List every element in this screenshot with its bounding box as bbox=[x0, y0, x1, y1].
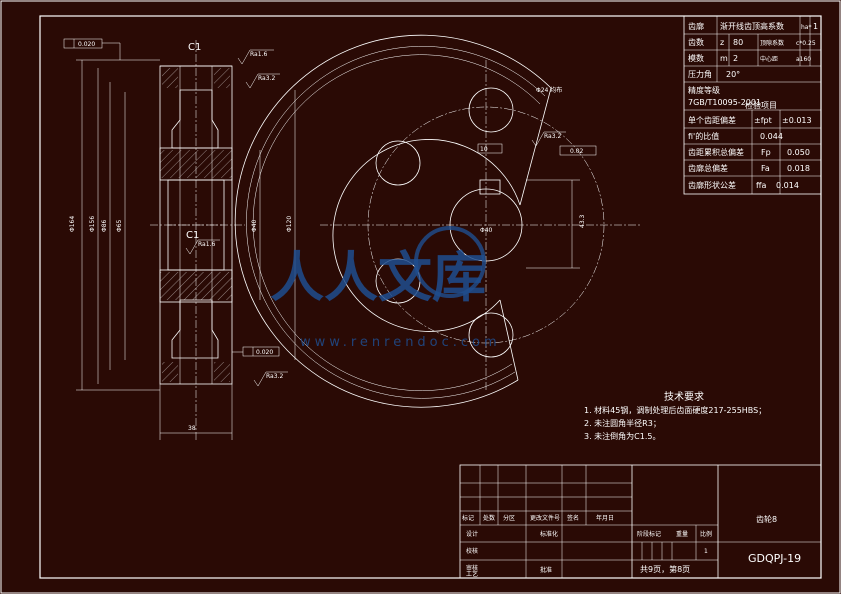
acc-label-0: 单个齿距偏差 bbox=[688, 115, 736, 125]
param-sym2-2: 中心距 bbox=[760, 55, 778, 63]
tb-scale-val: 1 bbox=[704, 548, 708, 555]
rough-2: Ra3.2 bbox=[258, 75, 275, 82]
dim-hub2: Φ65 bbox=[116, 219, 123, 232]
acc-val-3: 0.018 bbox=[787, 164, 810, 173]
runout-top: 0.020 bbox=[78, 41, 95, 48]
runout-bottom: 0.020 bbox=[256, 349, 273, 356]
front-view bbox=[234, 34, 640, 408]
bore-dia: Φ40 bbox=[480, 227, 493, 234]
chamfer-label-top: C1 bbox=[188, 42, 201, 53]
param-value-1: 80 bbox=[733, 38, 743, 47]
dim-tip: Φ164 bbox=[69, 216, 76, 232]
drawing-frame bbox=[39, 15, 822, 579]
param-value-3: 20° bbox=[726, 70, 740, 79]
acc-sym-0: ±fpt bbox=[754, 116, 772, 125]
dim-pitch: Φ120 bbox=[286, 216, 293, 232]
param-label-1: 齿数 bbox=[688, 37, 704, 47]
tech-item-1: 1. 材料45钢，调制处理后齿面硬度217-255HBS； bbox=[584, 405, 766, 415]
param-val2-1: c*0.25 bbox=[796, 40, 816, 47]
tech-item-2: 2. 未注圆角半径R3； bbox=[584, 418, 661, 428]
dim-hub1: Φ86 bbox=[101, 219, 108, 232]
tb-row-1: 校核 bbox=[466, 547, 478, 555]
tb-header-0: 标记 bbox=[462, 514, 474, 522]
param-value-2: 2 bbox=[733, 54, 738, 63]
param-label-3: 压力角 bbox=[688, 69, 712, 79]
dim-width: 38 bbox=[188, 425, 196, 432]
tb-header-1: 处数 bbox=[483, 514, 495, 522]
tb-scale: 比例 bbox=[700, 530, 712, 538]
flatness: 0.02 bbox=[570, 148, 584, 155]
tech-item-3: 3. 未注倒角为C1.5。 bbox=[584, 431, 660, 441]
param-label-2: 模数 bbox=[688, 53, 704, 63]
param-sym-1: z bbox=[720, 38, 724, 47]
param-sym2-1: 顶隙系数 bbox=[760, 39, 784, 47]
tb-part-name: 齿轮8 bbox=[756, 514, 777, 524]
tb-row-2: 审核 bbox=[466, 564, 478, 572]
tb-stage: 阶段标记 bbox=[637, 530, 661, 538]
param-val2-2: a160 bbox=[796, 56, 811, 63]
tb-approve: 批准 bbox=[540, 566, 552, 574]
roughness-symbols bbox=[185, 49, 566, 387]
holes-note: Φ24 均布 bbox=[536, 86, 562, 94]
watermark-url: www.renrendoc.com bbox=[300, 335, 501, 350]
acc-sym-3: Fa bbox=[761, 164, 770, 173]
tb-header-4: 签名 bbox=[567, 514, 579, 522]
acc-label-3: 齿廓总偏差 bbox=[688, 163, 728, 173]
rough-5: Ra3.2 bbox=[544, 133, 561, 140]
chamfer-label-mid: C1 bbox=[186, 230, 199, 241]
param-val2-0: 1 bbox=[813, 22, 818, 31]
acc-sym-4: ffa bbox=[756, 181, 767, 190]
acc-sym-2: Fp bbox=[761, 148, 771, 157]
key-depth: 43.3 bbox=[579, 214, 586, 228]
tb-header-3: 更改文件号 bbox=[530, 514, 560, 522]
watermark-text: 人人文库 bbox=[270, 245, 486, 309]
param-table-grid bbox=[683, 15, 822, 195]
tech-title: 技术要求 bbox=[664, 390, 704, 403]
tb-header-2: 分区 bbox=[503, 514, 515, 522]
rough-4: Ra3.2 bbox=[266, 373, 283, 380]
tb-header-5: 年月日 bbox=[596, 514, 614, 522]
acc-val-0: ±0.013 bbox=[782, 116, 812, 125]
rough-1: Ra1.6 bbox=[250, 51, 267, 58]
tb-row-3: 工艺 bbox=[466, 570, 478, 578]
acc-label-1: fi'的比值 bbox=[688, 131, 719, 141]
dim-root: Φ156 bbox=[89, 216, 96, 232]
acc-val-1: 0.044 bbox=[760, 132, 783, 141]
check-items-label: 检验项目 bbox=[745, 100, 777, 110]
section-view bbox=[76, 40, 296, 440]
param-value-0: 渐开线齿顶高系数 bbox=[720, 21, 784, 31]
rough-3: Ra1.6 bbox=[198, 241, 215, 248]
accuracy-title: 精度等级 bbox=[688, 85, 720, 95]
tb-sheets: 共9页，第8页 bbox=[640, 564, 690, 574]
acc-val-4: 0.014 bbox=[776, 181, 799, 190]
tb-weight: 重量 bbox=[676, 530, 688, 538]
param-sym2-0: ha* bbox=[801, 24, 811, 31]
title-block-grid bbox=[459, 464, 822, 579]
accuracy-value: 7GB/T10095-2001 bbox=[688, 98, 761, 107]
tb-drawing-no: GDQPJ-19 bbox=[748, 552, 801, 565]
param-label-0: 齿廓 bbox=[688, 21, 704, 31]
acc-label-2: 齿距累积总偏差 bbox=[688, 147, 744, 157]
gd-t-frames bbox=[63, 38, 280, 357]
tb-std: 标准化 bbox=[540, 530, 558, 538]
param-sym-2: m bbox=[720, 54, 728, 63]
tb-row-0: 设计 bbox=[466, 530, 478, 538]
acc-label-4: 齿廓形状公差 bbox=[688, 180, 736, 190]
acc-val-2: 0.050 bbox=[787, 148, 810, 157]
keyway-dim: 10 bbox=[480, 146, 488, 153]
dim-bore: Φ40 bbox=[251, 219, 258, 232]
watermark: 人人文库 www.renrendoc.com bbox=[270, 226, 501, 350]
